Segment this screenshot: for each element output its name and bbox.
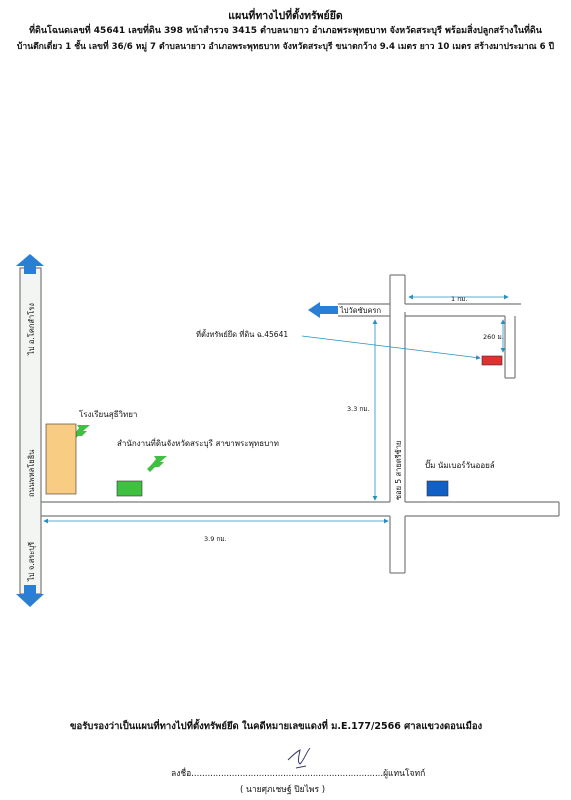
to-temple-label: ไปวัดซับครก xyxy=(339,306,381,315)
school-label: โรงเรียนสุธีวิทยา xyxy=(79,409,137,419)
distance-side-label: 3.3 กม. xyxy=(347,405,370,413)
school-marker xyxy=(45,423,77,495)
to-south-label: ไป จ.สระบุรี xyxy=(27,542,36,582)
distance-spur-label: 260 ม. xyxy=(483,333,504,341)
side-road xyxy=(389,275,406,574)
building-description: บ้านตึกเดี่ยว 1 ชั้น เลขที่ 36/6 หมู่ 7 … xyxy=(16,42,555,52)
side-road-label: ซอย 5 สายตรีซ้าย xyxy=(394,441,403,500)
arrow-south-icon xyxy=(16,585,44,607)
property-leader-line xyxy=(301,335,481,360)
map-title: แผนที่ทางไปที่ตั้งทรัพย์ยึด xyxy=(228,10,343,22)
to-north-label: ไป อ.โคกสำโรง xyxy=(27,303,36,356)
land-office-pointer-icon xyxy=(147,456,167,472)
property-label: ที่ตั้งทรัพย์ยึด ที่ดิน ฉ.45641 xyxy=(196,329,288,339)
distance-main-label: 3.9 กม. xyxy=(204,535,227,543)
signer-name: ( นายศุภเชษฐ์ ปิยไพร ) xyxy=(240,785,326,795)
arrow-north-icon xyxy=(16,254,44,274)
arrow-to-temple-icon xyxy=(308,302,338,318)
deed-description: ที่ดินโฉนดเลขที่ 45641 เลขที่ดิน 398 หน้… xyxy=(29,26,542,36)
gas-station-label: ปั๊ม นัมเบอร์วันออยล์ xyxy=(425,459,495,470)
distance-top-label: 1 กม. xyxy=(451,295,468,303)
highway-label: ถนนพหลโยธิน xyxy=(27,450,36,497)
certification-text: ขอรับรองว่าเป็นแผนที่ทางไปที่ตั้งทรัพย์ย… xyxy=(70,721,483,732)
property-marker xyxy=(481,355,503,366)
land-office-label: สำนักงานที่ดินจังหวัดสระบุรี สาขาพระพุทธ… xyxy=(117,437,279,448)
signature-line: ลงชื่อ..................................… xyxy=(171,769,426,779)
land-office-marker xyxy=(116,480,143,497)
main-road xyxy=(41,501,560,517)
top-road xyxy=(338,274,521,379)
signature-mark xyxy=(287,747,311,769)
gas-station-marker xyxy=(426,480,449,497)
